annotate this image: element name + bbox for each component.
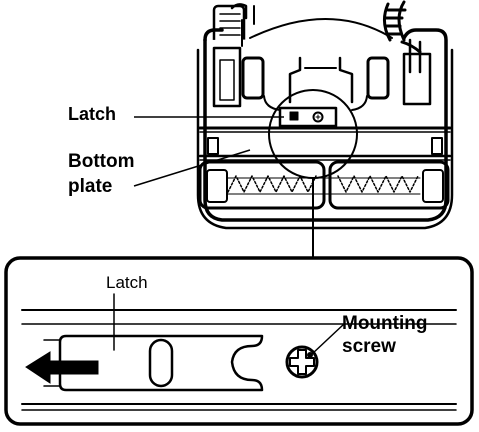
top-leader-lines xyxy=(133,116,284,187)
mounting-screw-label: Mounting screw xyxy=(342,313,428,357)
housing-arc xyxy=(249,18,393,39)
handle-stub xyxy=(212,4,246,48)
vacuum-underside xyxy=(196,0,454,230)
left-wheel xyxy=(241,56,265,100)
hose xyxy=(383,0,422,74)
left-arrow-icon xyxy=(25,351,99,384)
brush-roll xyxy=(198,160,450,210)
bottom-plate-band xyxy=(198,126,452,161)
latch-label-top: Latch xyxy=(68,104,117,124)
latch-label-detail: Latch xyxy=(106,273,148,292)
detail-panel xyxy=(4,256,474,426)
phillips-screw-icon xyxy=(285,345,319,379)
latch-plate-top xyxy=(278,106,338,128)
bottom-plate-label: Bottom plate xyxy=(68,151,135,197)
right-wheel xyxy=(366,56,390,100)
